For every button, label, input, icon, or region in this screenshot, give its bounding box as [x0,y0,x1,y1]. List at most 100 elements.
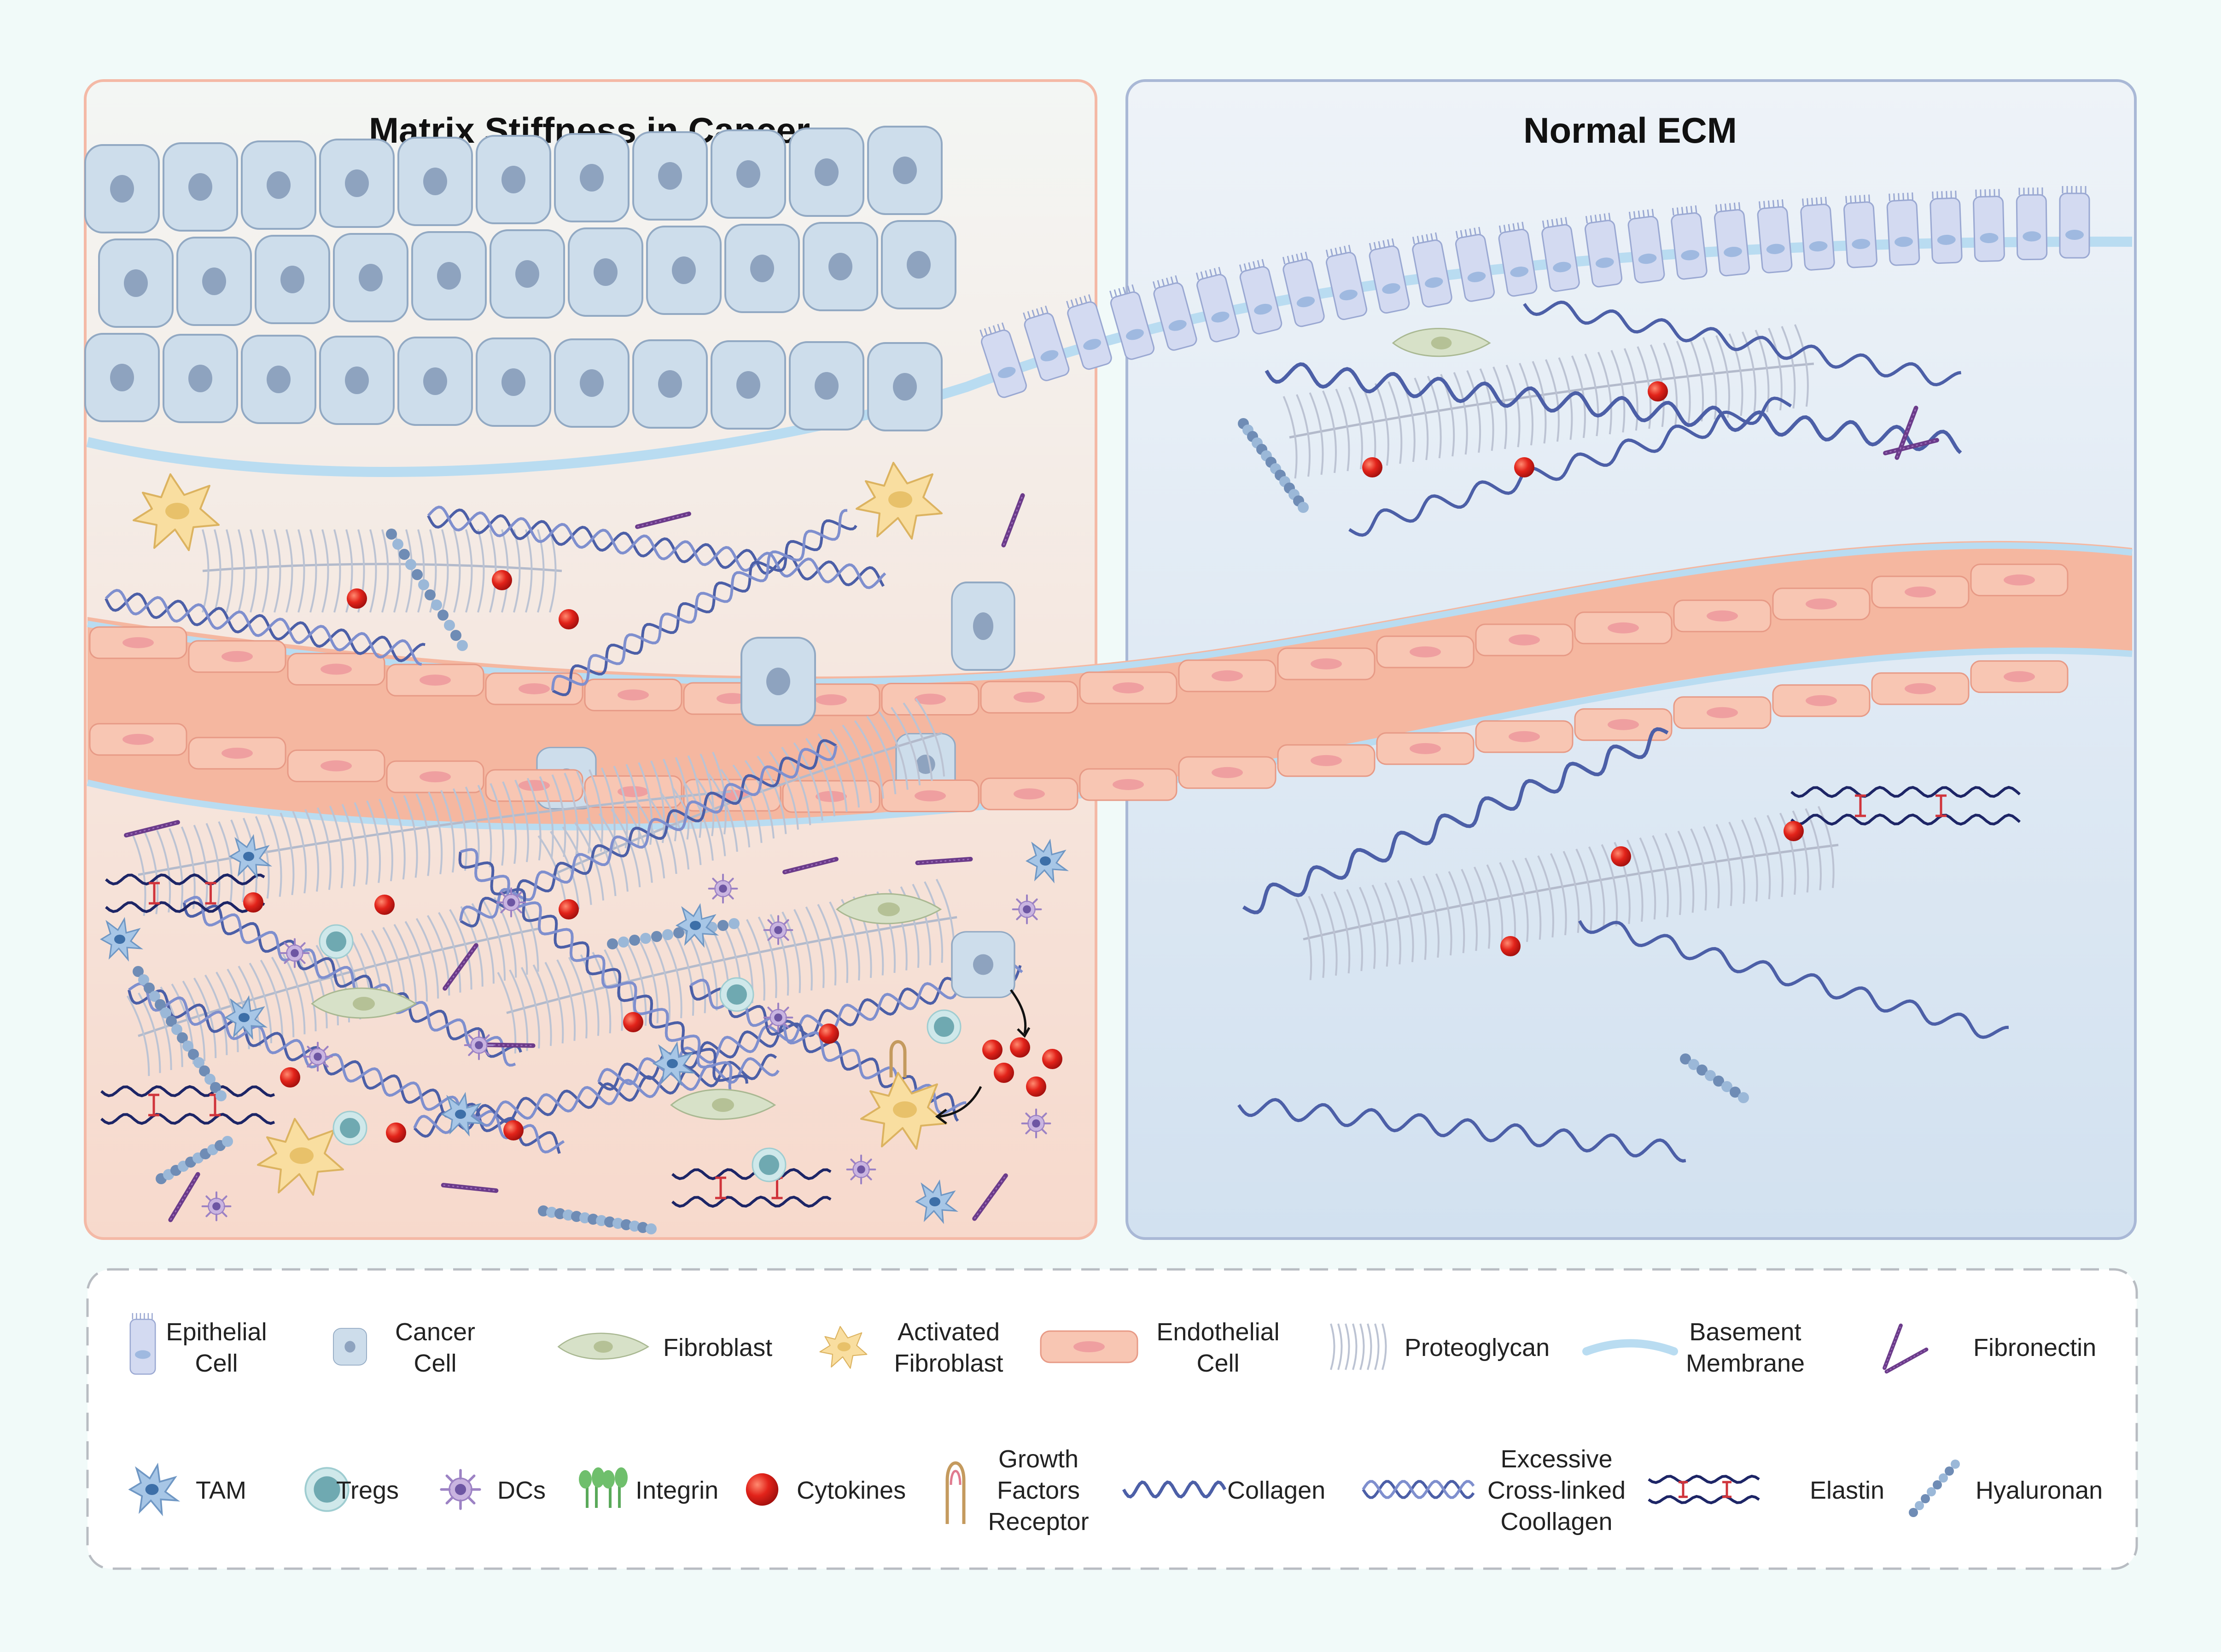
blood-vessel [87,541,2133,831]
cytokine [559,899,579,919]
endothelial-cell [1475,623,1574,657]
endothelial-cell [1970,564,2069,597]
dendritic-cell [764,1004,793,1032]
endothelial-cell [89,626,187,659]
endothelial-cell [1772,588,1871,621]
legend-label: DCs [497,1477,546,1504]
cancer-cell [554,133,630,222]
dendritic-cell [1013,896,1041,924]
cancer-cell [397,137,473,226]
collagen [1578,920,2009,1039]
endothelial-cell [1277,647,1376,681]
cancer-cell [951,931,1015,998]
endothelial-cell [188,640,286,673]
endothelial-cell [1673,599,1772,633]
epithelial-cell [1929,190,1963,264]
signaling-arrows [935,989,1031,1124]
epithelial-cell [1756,198,1793,274]
cancer-cell [789,128,864,217]
collagen [1237,1098,1686,1163]
endothelial-cell [89,723,187,756]
endothelial-cell [1376,732,1475,765]
endothelial-cell-icon [1040,1330,1138,1363]
cancer-cell [241,140,316,230]
legend-label: Cell [414,1350,456,1377]
treg-cell [927,1009,962,1044]
legend-label: Fibroblast [894,1350,1003,1377]
legend-label: Fibroblast [663,1334,772,1361]
hyaluronan [133,966,227,1101]
cytokine [819,1024,839,1044]
legend-label: Cytokines [797,1477,906,1504]
cancer-cell [476,337,551,427]
dendritic-cell [281,939,309,967]
proteoglycan [537,698,945,914]
cytokine [280,1067,300,1088]
cytokine [1611,846,1631,867]
cancer-cell [255,235,330,324]
cancer-cell [724,224,800,313]
collagen [1242,727,1669,914]
cytokine [492,570,512,590]
cancer-cell [867,126,943,215]
cytokine [503,1120,524,1140]
legend-label: Hyaluronan [1976,1477,2103,1504]
legend-label: Epithelial [166,1318,267,1346]
epithelial-cell [1886,192,1920,267]
epithelial-cell [2016,186,2048,261]
endothelial-cell [287,652,385,686]
cytokine [1042,1049,1062,1069]
treg-cell [319,924,354,959]
cancer-cell [241,335,316,424]
cancer-cell [951,582,1015,671]
cytokine [559,609,579,629]
cytokine [1362,457,1382,477]
cancer-cell [789,341,864,430]
cytokine [1514,457,1534,477]
dendritic-cell [304,1043,332,1071]
epithelial-cell [1842,193,1878,269]
cancer-cell [397,337,473,426]
collagen [1265,362,1962,454]
cancer-cell [881,220,956,309]
hyaluronan-icon [1909,1460,1960,1517]
cytokine [1010,1037,1030,1058]
dendritic-cell [847,1156,875,1184]
elastin [100,1085,275,1125]
hyaluronan [1238,418,1309,513]
legend-label: Elastin [1810,1477,1884,1504]
endothelial-cell [1574,611,1673,645]
cross-linked-collagen [427,506,886,589]
collagen-icon [1122,1480,1227,1499]
legend-label: Membrane [1686,1350,1805,1377]
cytokines-icon [746,1473,779,1506]
cancer-cell [632,339,708,429]
epithelial-cell [2059,185,2090,259]
dendritic-cell [203,1192,231,1221]
epithelial-cell [1972,188,2005,262]
endothelial-cell [386,760,484,793]
endothelial-cell [1376,635,1475,669]
cancer-cell [490,229,565,319]
endothelial-cell [1574,708,1673,741]
cross-linked-collagen-icon [1362,1480,1475,1499]
cancer-cell [333,233,408,322]
proteoglycan [497,878,957,1054]
dendritic-cell [709,875,737,903]
cytokine [347,588,367,609]
legend-label: Proteoglycan [1405,1334,1550,1361]
endothelial-cell [1871,672,1970,705]
endothelial-cell [1178,756,1277,789]
cancer-cell [98,238,174,328]
cytokine [994,1063,1014,1083]
elastin-icon [1648,1474,1760,1505]
legend-label: Basement [1689,1318,1801,1346]
cancer-cell [84,144,160,233]
epithelial-cell [1799,196,1836,271]
cytokine [1648,381,1668,401]
proteoglycan-icon [1330,1323,1387,1370]
proteoglycan [1282,324,1814,479]
cancer-cell [646,226,722,315]
ecm-layer [100,300,2021,1234]
legend-label: Receptor [988,1508,1089,1536]
